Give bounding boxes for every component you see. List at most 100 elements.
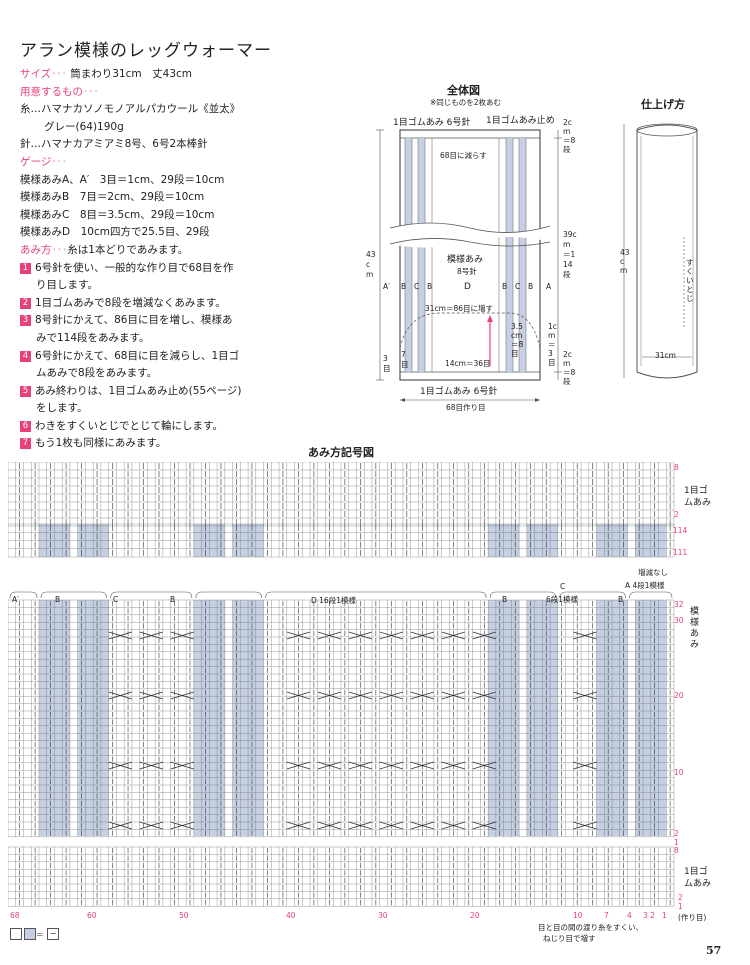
section-bracket xyxy=(265,591,487,599)
method-heading: あみ方･･･糸は1本どりであみます。 xyxy=(20,242,280,260)
pattern-grid xyxy=(8,523,675,837)
bind-off-label: 1目ゴムあみ止め xyxy=(486,116,555,126)
a-repeat-label: A 4段1模様 xyxy=(625,581,665,590)
panel-letter: B xyxy=(502,282,508,291)
page-title: アラン模様のレッグウォーマー xyxy=(20,41,272,61)
piece-outline xyxy=(399,129,541,381)
legend-equal: ＝ xyxy=(36,930,44,939)
col-number: 68 xyxy=(10,911,20,920)
break-line-bottom xyxy=(389,238,551,247)
col-number: 50 xyxy=(179,911,189,920)
bottom-rib-chart-label: 1目ゴムあみ xyxy=(684,867,712,889)
total-height: 43cm xyxy=(366,250,376,279)
section-bracket xyxy=(195,591,262,599)
bottom-rib-height: 2cm＝8段 xyxy=(563,350,576,386)
finish-heading: 仕上げ方 xyxy=(641,98,685,111)
section-label: B xyxy=(618,595,624,604)
seam-label: すくいとじ xyxy=(686,258,694,303)
finish-height-label: 43cm xyxy=(620,248,630,275)
bottom-rib-label: 1目ゴムあみ 6号針 xyxy=(420,387,498,397)
panel-fills xyxy=(405,138,526,372)
top-rib-height: 2cm＝8段 xyxy=(563,118,576,154)
col-number: 20 xyxy=(470,911,480,920)
row-number: 30 xyxy=(674,616,684,625)
step-text: 6号針を使い、一般的な作り目で68目を作 xyxy=(35,261,234,274)
row-number: 32 xyxy=(674,600,684,609)
row-number: 2 xyxy=(674,510,679,519)
gauge-heading: ゲージ･･･ xyxy=(20,154,280,172)
side-width-label: 3目 xyxy=(383,354,391,373)
legend-shaded-box xyxy=(24,928,36,940)
tube-top xyxy=(636,123,698,137)
step-number: 6 xyxy=(20,420,31,432)
section-label: B xyxy=(502,595,508,604)
gauge-dots: ･･･ xyxy=(51,155,68,168)
c-section-label: C xyxy=(560,582,566,591)
cast-on-rows-label: (作り目) xyxy=(678,913,707,922)
section-bracket xyxy=(489,591,557,599)
pattern-chart-label: 模様あみ xyxy=(690,607,700,650)
col-number: 7 xyxy=(604,911,609,920)
row-number: 8 xyxy=(674,846,679,855)
d-repeat-label: D 16段1模様 xyxy=(311,596,356,605)
legend-purl-box: − xyxy=(47,928,59,940)
section-label: B xyxy=(170,595,176,604)
increase-note: 目と目の間の渡り糸をすくい、 xyxy=(538,923,643,932)
section-label: C xyxy=(113,595,119,604)
section-bracket xyxy=(110,591,193,599)
body-height: 39cm＝114段 xyxy=(563,230,577,279)
c-repeat-label: 6段1模様 xyxy=(546,595,579,604)
row-number: 20 xyxy=(674,691,684,700)
section-bracket xyxy=(40,591,107,599)
page-number: 57 xyxy=(706,944,722,957)
gauge-line: 模様あみD 10cm四方で25.5目、29段 xyxy=(20,226,210,239)
break-mask xyxy=(390,223,550,248)
break-line-top xyxy=(389,222,551,233)
c-width2-label: 1cm＝3目 xyxy=(548,322,557,367)
col-number: 40 xyxy=(286,911,296,920)
step-text: 8号針にかえて、86目に目を増し、模様あ xyxy=(35,314,233,327)
col-number: 10 xyxy=(573,911,583,920)
col-number: 30 xyxy=(378,911,388,920)
overall-heading: 全体図 xyxy=(447,84,480,97)
panel-letter: A′ xyxy=(383,282,390,291)
yarn-line: 糸…ハマナカソノモノアルパカウール《並太》 xyxy=(20,103,241,116)
col-number: 4 xyxy=(627,911,632,920)
top-rib-grid xyxy=(8,462,675,527)
row-number: 1 xyxy=(674,838,679,847)
body-label: 模様あみ xyxy=(447,255,484,265)
c-width-label: 3.5cm＝8目 xyxy=(511,322,524,358)
red-arrowhead xyxy=(487,315,493,322)
size-line: サイズ･･･ 筒まわり31cm 丈43cm xyxy=(20,66,280,84)
size-dots: ･･･ xyxy=(51,68,67,80)
panel-letter: A xyxy=(546,282,552,291)
gauge-line: 模様あみC 8目＝3.5cm、29段＝10cm xyxy=(20,208,215,221)
method-step-cont: ムあみで8段をあみます。 xyxy=(36,367,158,380)
method-step-cont: をします。 xyxy=(36,402,88,415)
section-label: B xyxy=(55,595,61,604)
row-number: 2 xyxy=(678,893,683,902)
step-number: 3 xyxy=(20,315,31,327)
b-width-label: 7目 xyxy=(401,350,409,369)
yarn-color-line: グレー(64)190g xyxy=(44,120,124,133)
method-label: あみ方 xyxy=(20,243,52,256)
increase-note: ねじり目で増す xyxy=(543,934,596,943)
row-number: 1 xyxy=(678,902,683,911)
method-step-cont: みで114段をあみます。 xyxy=(36,331,150,344)
chart-shading xyxy=(38,524,667,836)
step-text: もう1枚も同様にあみます。 xyxy=(35,437,167,450)
row-number: 111 xyxy=(673,548,688,557)
size-label: サイズ xyxy=(20,68,52,80)
body-needle-label: 8号針 xyxy=(457,267,477,276)
row-number: 114 xyxy=(673,526,688,535)
overall-note: ※同じものを2枚あむ xyxy=(430,98,502,107)
no-change-label: 増減なし xyxy=(638,568,668,577)
row-number: 10 xyxy=(674,768,684,777)
step-text: あみ終わりは、1目ゴムあみ止め(55ページ) xyxy=(35,384,242,397)
increase-label: 31cm＝86目に増す xyxy=(425,304,494,313)
section-dividers xyxy=(9,591,673,599)
